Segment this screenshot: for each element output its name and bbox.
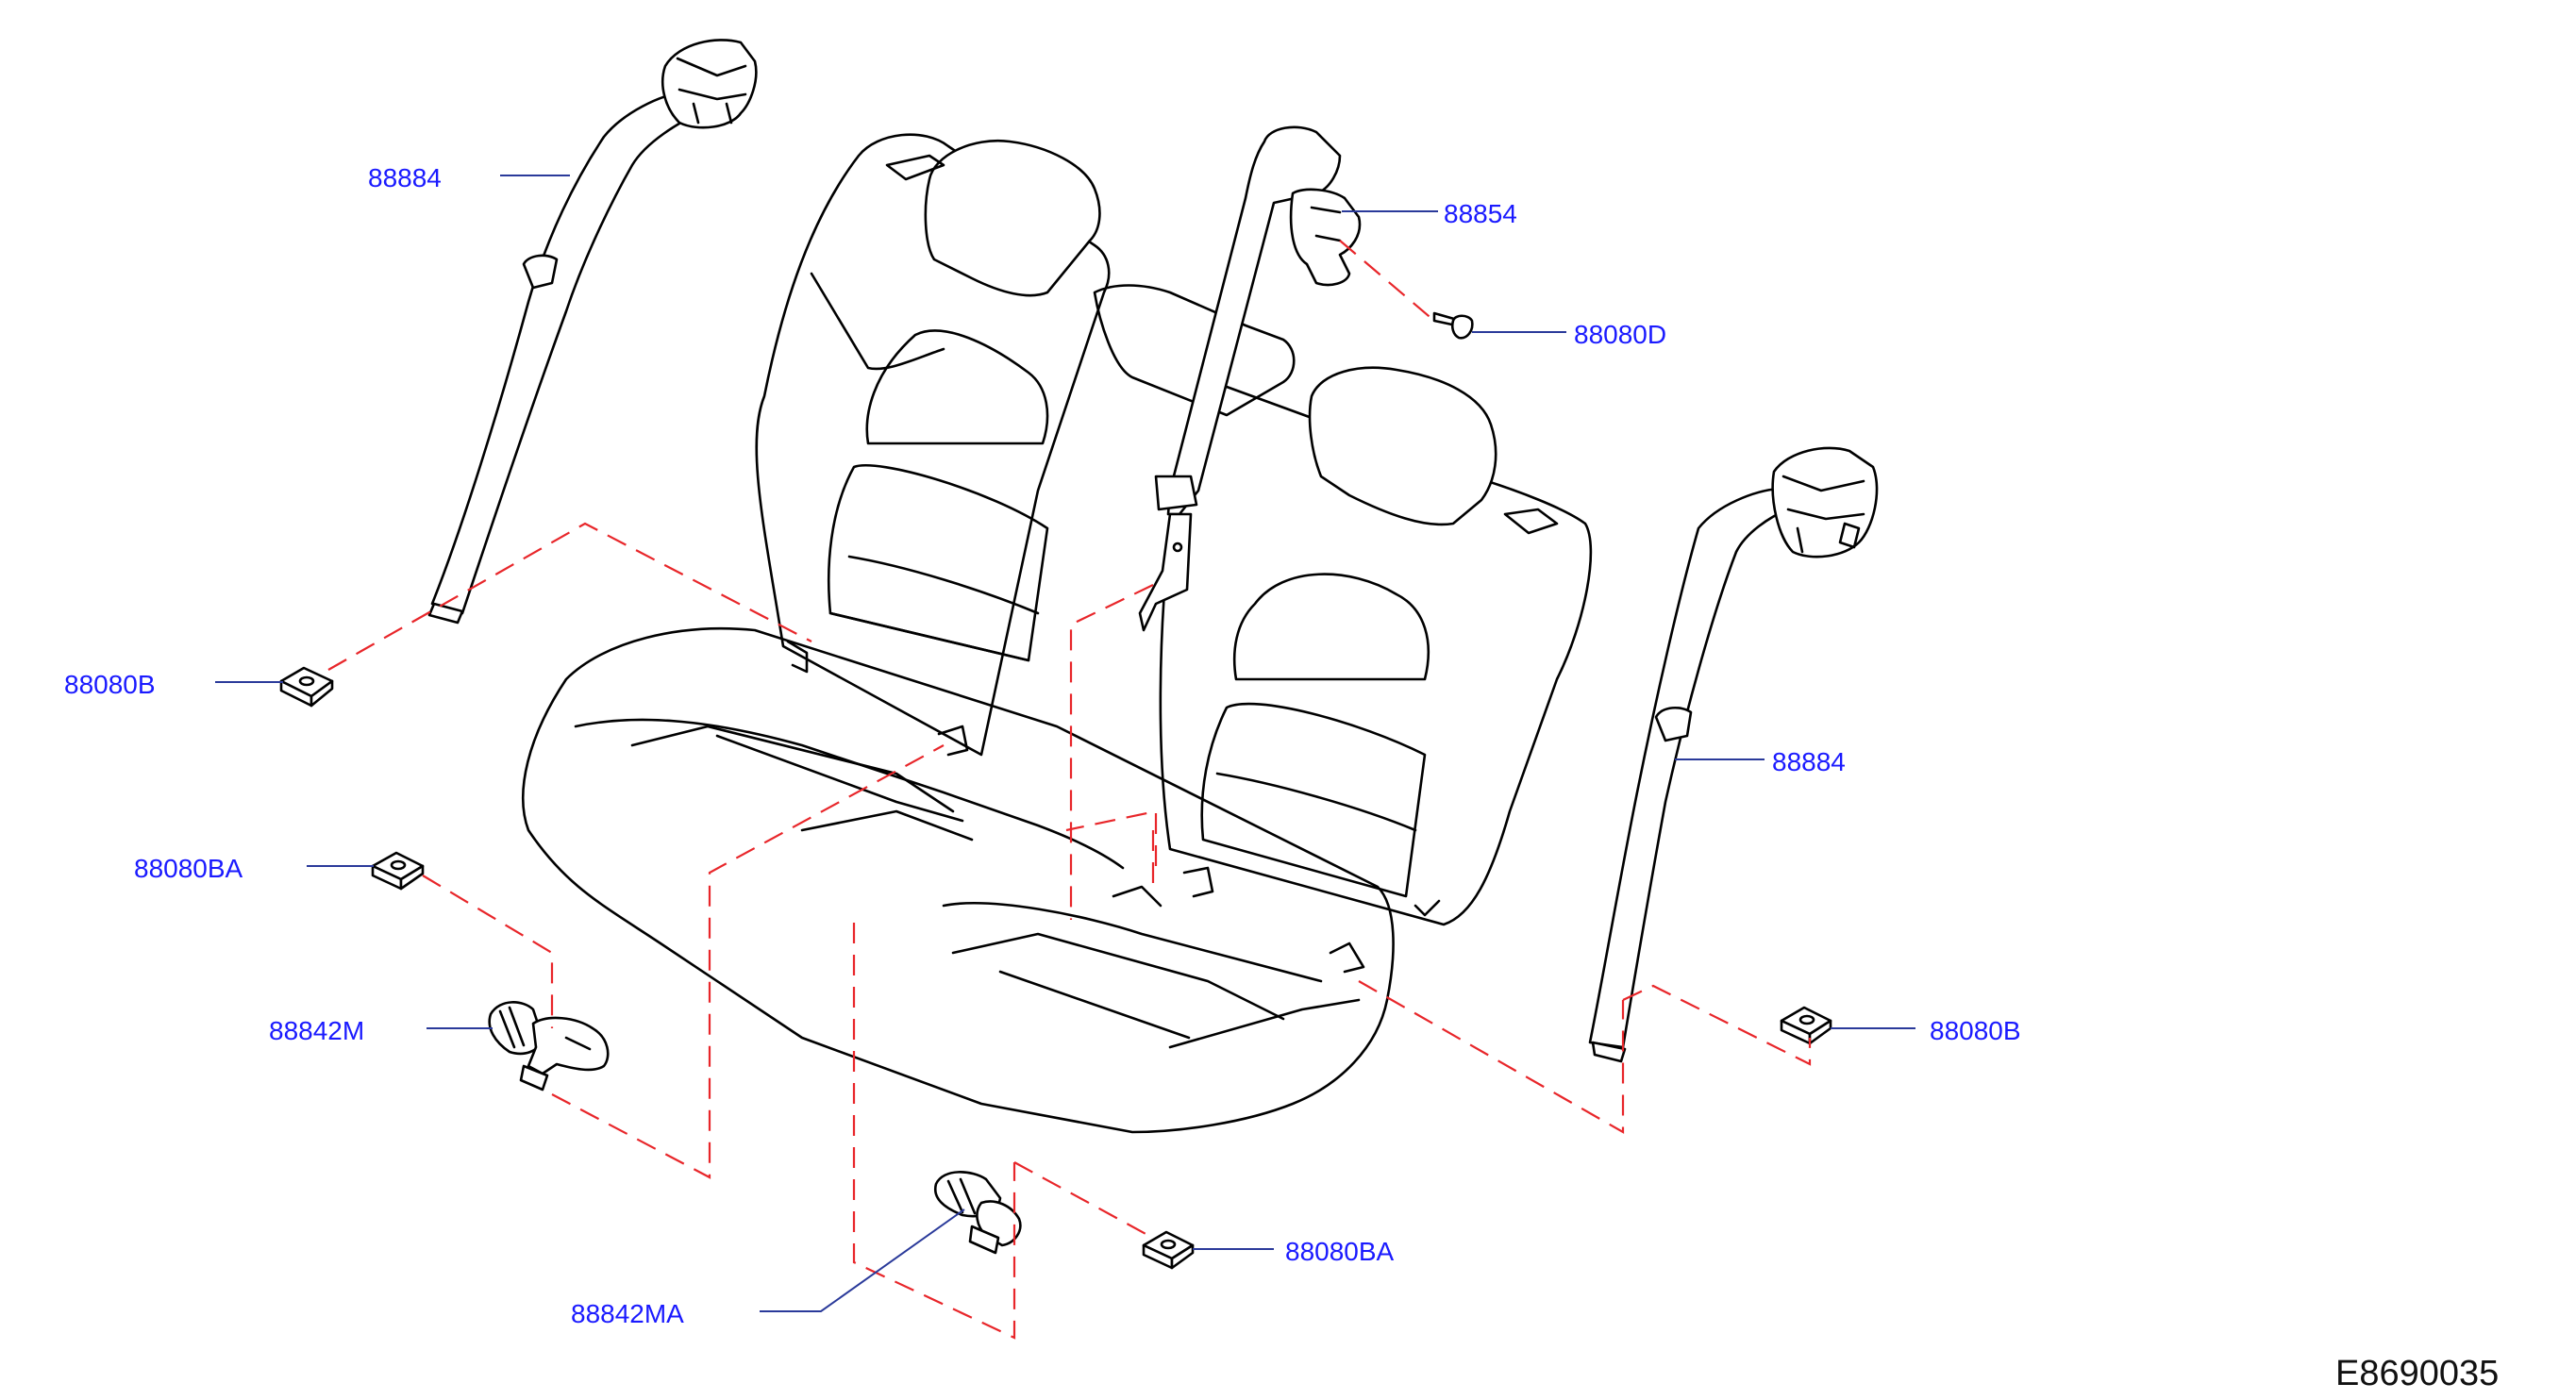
buckle-88842M xyxy=(488,1001,610,1092)
label-88080B-right: 88080B xyxy=(1930,1016,2021,1045)
label-88884-right: 88884 xyxy=(1772,747,1846,776)
phantom-lines xyxy=(327,240,1812,1340)
label-88842MA: 88842MA xyxy=(571,1299,684,1328)
center-belt-assembly xyxy=(1138,125,1362,632)
label-88080BA-bottom: 88080BA xyxy=(1285,1237,1395,1266)
right-belt-assembly xyxy=(1588,446,1879,1063)
rear-seat xyxy=(522,133,1593,1134)
label-88080BA-left: 88080BA xyxy=(134,854,243,883)
nut-88080B-right xyxy=(1780,1006,1832,1045)
bolt-88080D xyxy=(1432,311,1474,340)
leader-lines xyxy=(215,175,1915,1312)
nut-88080BA-bottom xyxy=(1142,1230,1195,1270)
nut-88080B-left xyxy=(279,666,334,708)
label-88080D: 88080D xyxy=(1574,320,1666,349)
diagram-code: E8690035 xyxy=(2335,1354,2499,1393)
buckle-88842MA xyxy=(933,1171,1022,1255)
label-88854: 88854 xyxy=(1444,199,1517,228)
label-88842M: 88842M xyxy=(269,1016,364,1045)
nut-88080BA-left xyxy=(371,851,425,891)
left-belt-assembly xyxy=(427,39,758,625)
label-88080B-left: 88080B xyxy=(64,670,156,699)
label-88884-left: 88884 xyxy=(368,163,442,192)
callout-labels: 88884 88854 88080D 88080B 88884 88080BA … xyxy=(64,163,2021,1328)
